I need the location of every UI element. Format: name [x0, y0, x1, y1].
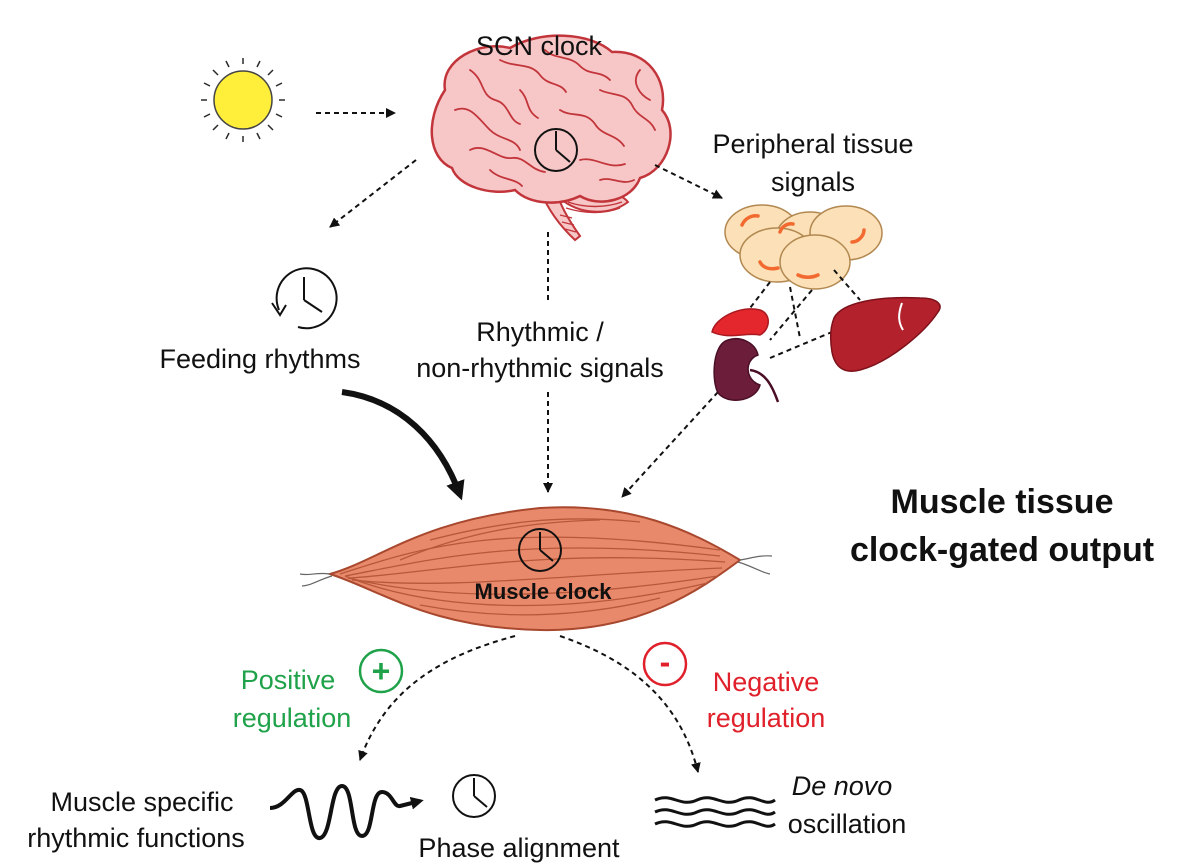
sun-icon	[201, 58, 285, 142]
positive-label-line2: regulation	[232, 703, 352, 733]
muscle-specific-line1: Muscle specific	[50, 787, 234, 817]
adipocyte-cluster-icon	[724, 204, 883, 290]
minus-symbol: -	[660, 644, 671, 680]
liver-icon	[829, 296, 941, 372]
de-novo-wave-icon	[654, 796, 776, 828]
positive-label-line1: Positive	[240, 665, 336, 695]
peripheral-label-line2: signals	[770, 167, 856, 197]
muscle-clock-icon	[518, 528, 562, 572]
negative-label-line1: Negative	[712, 667, 820, 697]
title-line2: clock-gated output	[849, 531, 1155, 569]
organ-connectors	[743, 269, 861, 359]
brain-to-peripheral-arrow	[654, 164, 723, 199]
rhythmic-label-line2: non-rhythmic signals	[416, 353, 664, 383]
plus-symbol: +	[372, 653, 391, 689]
brain-to-feeding-arrow	[329, 159, 417, 228]
scn-clock-label: SCN clock	[475, 31, 603, 61]
positive-circle-icon	[358, 648, 404, 694]
title-line1: Muscle tissue	[890, 483, 1114, 521]
feeding-to-muscle-arrow	[341, 389, 465, 501]
muscle-icon	[299, 506, 773, 632]
de-novo-label: De novo	[791, 771, 893, 801]
kidney-icon	[711, 308, 780, 403]
muscle-to-positive-arrow	[358, 635, 516, 761]
brain-icon	[430, 34, 672, 242]
muscle-specific-line2: rhythmic functions	[27, 823, 245, 853]
feeding-clock-icon	[271, 267, 338, 330]
peripheral-to-muscle-arrow	[621, 391, 719, 498]
oscillation-label: oscillation	[787, 809, 907, 839]
peripheral-label-line1: Peripheral tissue	[712, 129, 914, 159]
feeding-rhythms-label: Feeding rhythms	[159, 344, 361, 374]
phase-alignment-label: Phase alignment	[418, 833, 620, 863]
muscle-clock-label: Muscle clock	[474, 579, 612, 604]
brain-clock-icon	[534, 128, 578, 172]
phase-clock-icon	[452, 774, 496, 818]
negative-circle-icon	[642, 641, 688, 687]
negative-label-line2: regulation	[706, 703, 826, 733]
rhythmic-label-line1: Rhythmic /	[476, 317, 604, 347]
muscle-to-negative-arrow	[559, 635, 701, 773]
wave-icon	[269, 784, 424, 840]
